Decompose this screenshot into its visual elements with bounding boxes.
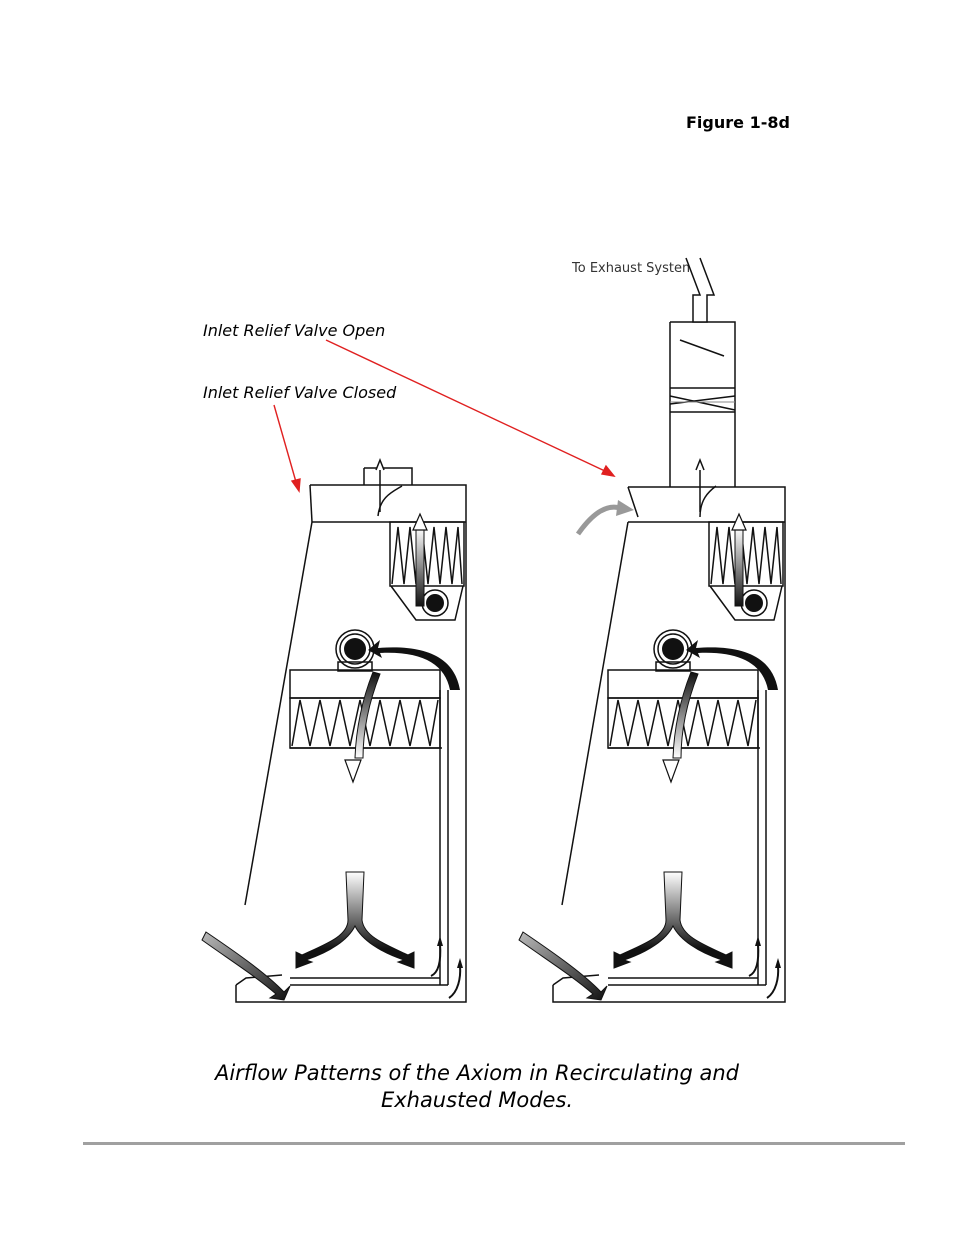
recirculating-airflow-arrows	[201, 457, 463, 1001]
inlet-valve-open-label: Inlet Relief Valve Open	[203, 321, 385, 340]
inlet-valve-closed-label: Inlet Relief Valve Closed	[203, 383, 397, 402]
figure-label: Figure 1-8d	[686, 113, 790, 132]
exhausted-airflow-arrows	[518, 257, 781, 1001]
leader-lines	[273, 339, 616, 493]
footer-rule	[83, 1142, 905, 1145]
exhaust-system-label: To Exhaust System	[571, 261, 695, 276]
caption-line-2: Exhausted Modes.	[380, 1088, 574, 1112]
caption-line-1: Airflow Patterns of the Axiom in Recircu…	[214, 1061, 740, 1085]
figure-caption: Airflow Patterns of the Axiom in Recircu…	[0, 1060, 954, 1114]
recirculating-cabinet	[235, 467, 467, 1003]
